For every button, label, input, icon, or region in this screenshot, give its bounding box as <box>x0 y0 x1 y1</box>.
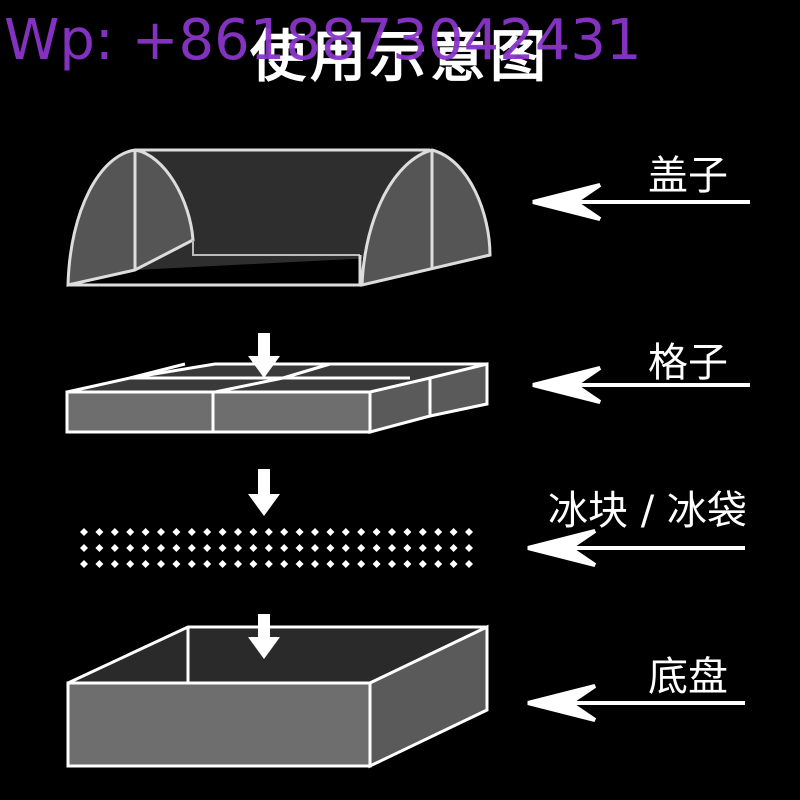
ice-dot <box>311 528 319 536</box>
left-arrow-grid <box>532 366 750 404</box>
ice-dot <box>388 528 396 536</box>
ice-dot <box>126 544 135 552</box>
ice-dot <box>234 528 242 536</box>
ice-dot <box>187 528 196 536</box>
ice-dot <box>141 560 150 568</box>
ice-dot <box>465 560 473 568</box>
ice-dot <box>418 528 427 536</box>
left-arrow-lid <box>532 183 750 221</box>
ice-dot <box>280 544 289 552</box>
label-grid: 格子 <box>648 340 728 386</box>
ice-dot <box>403 528 412 536</box>
left-arrow-ice <box>527 529 745 567</box>
ice-dot <box>434 528 443 536</box>
ice-dot <box>95 544 104 552</box>
ice-dot <box>449 560 458 568</box>
ice-dot <box>449 544 458 552</box>
ice-dot <box>172 544 181 552</box>
ice-dot <box>372 528 381 536</box>
diagram-title: 使用示意图 <box>250 25 550 90</box>
ice-dot <box>218 528 227 536</box>
down-arrow-2 <box>248 469 280 516</box>
ice-dot <box>341 544 350 552</box>
ice-dots-illustration <box>80 528 473 568</box>
ice-dot <box>418 560 427 568</box>
grid-illustration <box>65 362 489 434</box>
ice-dot <box>434 560 443 568</box>
ice-dot <box>110 560 119 568</box>
ice-dot <box>157 560 165 568</box>
ice-dot <box>465 528 473 536</box>
label-ice: 冰块 / 冰袋 <box>548 488 747 534</box>
ice-dot <box>264 528 273 536</box>
ice-dot <box>403 544 412 552</box>
ice-dot <box>172 560 181 568</box>
contact-watermark: Wp: +8618873042431 <box>4 8 642 73</box>
ice-dot <box>311 560 319 568</box>
ice-dot <box>341 528 350 536</box>
label-lid: 盖子 <box>648 153 728 199</box>
ice-dot <box>234 560 242 568</box>
ice-dot <box>264 560 273 568</box>
ice-dot <box>95 560 104 568</box>
ice-dot <box>203 544 212 552</box>
ice-dot <box>280 528 289 536</box>
ice-dot <box>141 544 150 552</box>
ice-dot <box>357 528 366 536</box>
ice-dot <box>203 560 212 568</box>
ice-dot <box>249 544 258 552</box>
ice-dot <box>449 528 458 536</box>
ice-dot <box>326 544 335 552</box>
ice-dot <box>403 560 412 568</box>
ice-dot <box>218 544 227 552</box>
down-arrow-1 <box>248 333 280 378</box>
ice-dot <box>357 560 366 568</box>
ice-dot <box>110 528 119 536</box>
lid-illustration <box>66 148 492 287</box>
ice-dot <box>80 528 88 536</box>
ice-dot <box>372 544 381 552</box>
ice-dot <box>372 560 381 568</box>
left-arrow-tray <box>527 684 745 722</box>
ice-dot <box>187 544 196 552</box>
ice-dot <box>110 544 119 552</box>
ice-dot <box>388 544 396 552</box>
down-arrow-3 <box>248 614 280 659</box>
ice-dot <box>465 544 473 552</box>
label-tray: 底盘 <box>648 654 728 700</box>
ice-dot <box>249 560 258 568</box>
ice-dot <box>249 528 258 536</box>
ice-dot <box>203 528 212 536</box>
ice-dot <box>311 544 319 552</box>
ice-dot <box>157 544 165 552</box>
ice-dot <box>187 560 196 568</box>
ice-dot <box>418 544 427 552</box>
ice-dot <box>141 528 150 536</box>
ice-dot <box>172 528 181 536</box>
ice-dot <box>218 560 227 568</box>
ice-dot <box>95 528 104 536</box>
ice-dot <box>80 544 88 552</box>
tray-illustration <box>66 624 489 769</box>
ice-dot <box>126 528 135 536</box>
ice-dot <box>126 560 135 568</box>
ice-dot <box>434 544 443 552</box>
ice-dot <box>80 560 88 568</box>
ice-dot <box>157 528 165 536</box>
ice-dot <box>388 560 396 568</box>
ice-dot <box>326 560 335 568</box>
ice-dot <box>264 544 273 552</box>
ice-dot <box>295 544 304 552</box>
ice-dot <box>295 528 304 536</box>
ice-dot <box>280 560 289 568</box>
ice-dot <box>326 528 335 536</box>
ice-dot <box>295 560 304 568</box>
ice-dot <box>357 544 366 552</box>
ice-dot <box>341 560 350 568</box>
ice-dot <box>234 544 242 552</box>
